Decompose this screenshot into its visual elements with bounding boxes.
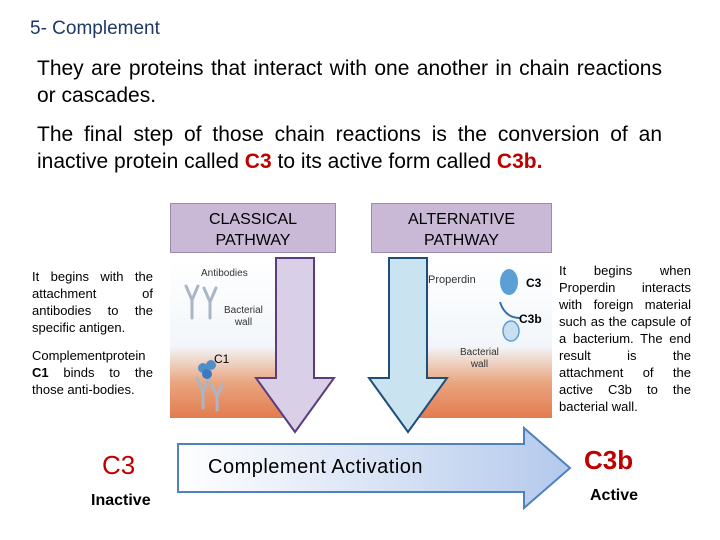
alt-c3-label: C3 — [526, 276, 542, 290]
c1-desc-part1: Complementprotein — [32, 348, 146, 363]
conversion-arrow-icon — [499, 301, 521, 319]
c1-desc-part2: binds to the those anti-bodies. — [32, 365, 153, 397]
classical-bacterial-wall-label: Bacterial wall — [224, 305, 263, 329]
properdin-icon — [500, 269, 518, 295]
active-label: Active — [590, 487, 639, 504]
intro-p2-start: The final step of those chain reactions … — [37, 123, 662, 173]
alternative-description: It begins when Properdin interacts with … — [559, 263, 691, 414]
antibody-icon — [209, 382, 225, 412]
alternative-bacterial-wall-label: Bacterial wall — [460, 347, 499, 371]
c3b-label: C3b — [584, 445, 634, 475]
alt-c3b-label: C3b — [519, 312, 542, 326]
intro-c3b-highlight: C3b. — [496, 150, 543, 173]
classical-title-line1: CLASSICAL — [208, 211, 298, 228]
classical-title-line2: PATHWAY — [215, 232, 291, 249]
classical-pathway-box: CLASSICAL PATHWAY — [170, 203, 336, 253]
slide-heading: 5- Complement — [30, 18, 160, 39]
classical-c1-description: Complementprotein C1 binds to the those … — [32, 347, 153, 398]
classical-down-arrow — [254, 257, 336, 434]
alt-bacterial-wall-line1: Bacterial — [460, 347, 499, 358]
c1-label: C1 — [214, 352, 230, 366]
antibody-icon — [184, 284, 200, 320]
complement-activation-label: Complement Activation — [208, 456, 424, 478]
properdin-label: Properdin — [428, 274, 476, 286]
c3b-fragment-icon — [502, 320, 520, 342]
classical-bacterial-wall-line1: Bacterial — [224, 305, 263, 316]
c3-label: C3 — [102, 450, 136, 480]
intro-p2-mid: to its active form called — [271, 150, 497, 173]
alternative-title-line2: PATHWAY — [424, 232, 499, 249]
alternative-pathway-box: ALTERNATIVE PATHWAY — [371, 203, 552, 253]
complement-activation-arrow — [177, 425, 572, 511]
antibodies-label: Antibodies — [201, 268, 248, 279]
intro-paragraph-2: The final step of those chain reactions … — [37, 121, 662, 175]
alternative-title-line1: ALTERNATIVE — [408, 211, 515, 228]
c1-protein-icon — [198, 360, 216, 379]
intro-paragraph-1: They are proteins that interact with one… — [37, 57, 662, 107]
alternative-down-arrow — [367, 257, 449, 434]
alt-bacterial-wall-line2: wall — [470, 359, 489, 370]
classical-description: It begins with the attachment of antibod… — [32, 269, 153, 335]
classical-bacterial-wall-line2: wall — [234, 317, 253, 328]
antibody-icon — [202, 286, 218, 320]
intro-c3-highlight: C3 — [244, 150, 272, 173]
antibody-icon — [195, 376, 211, 410]
inactive-label: Inactive — [91, 492, 151, 509]
c1-desc-bold: C1 — [32, 365, 49, 380]
